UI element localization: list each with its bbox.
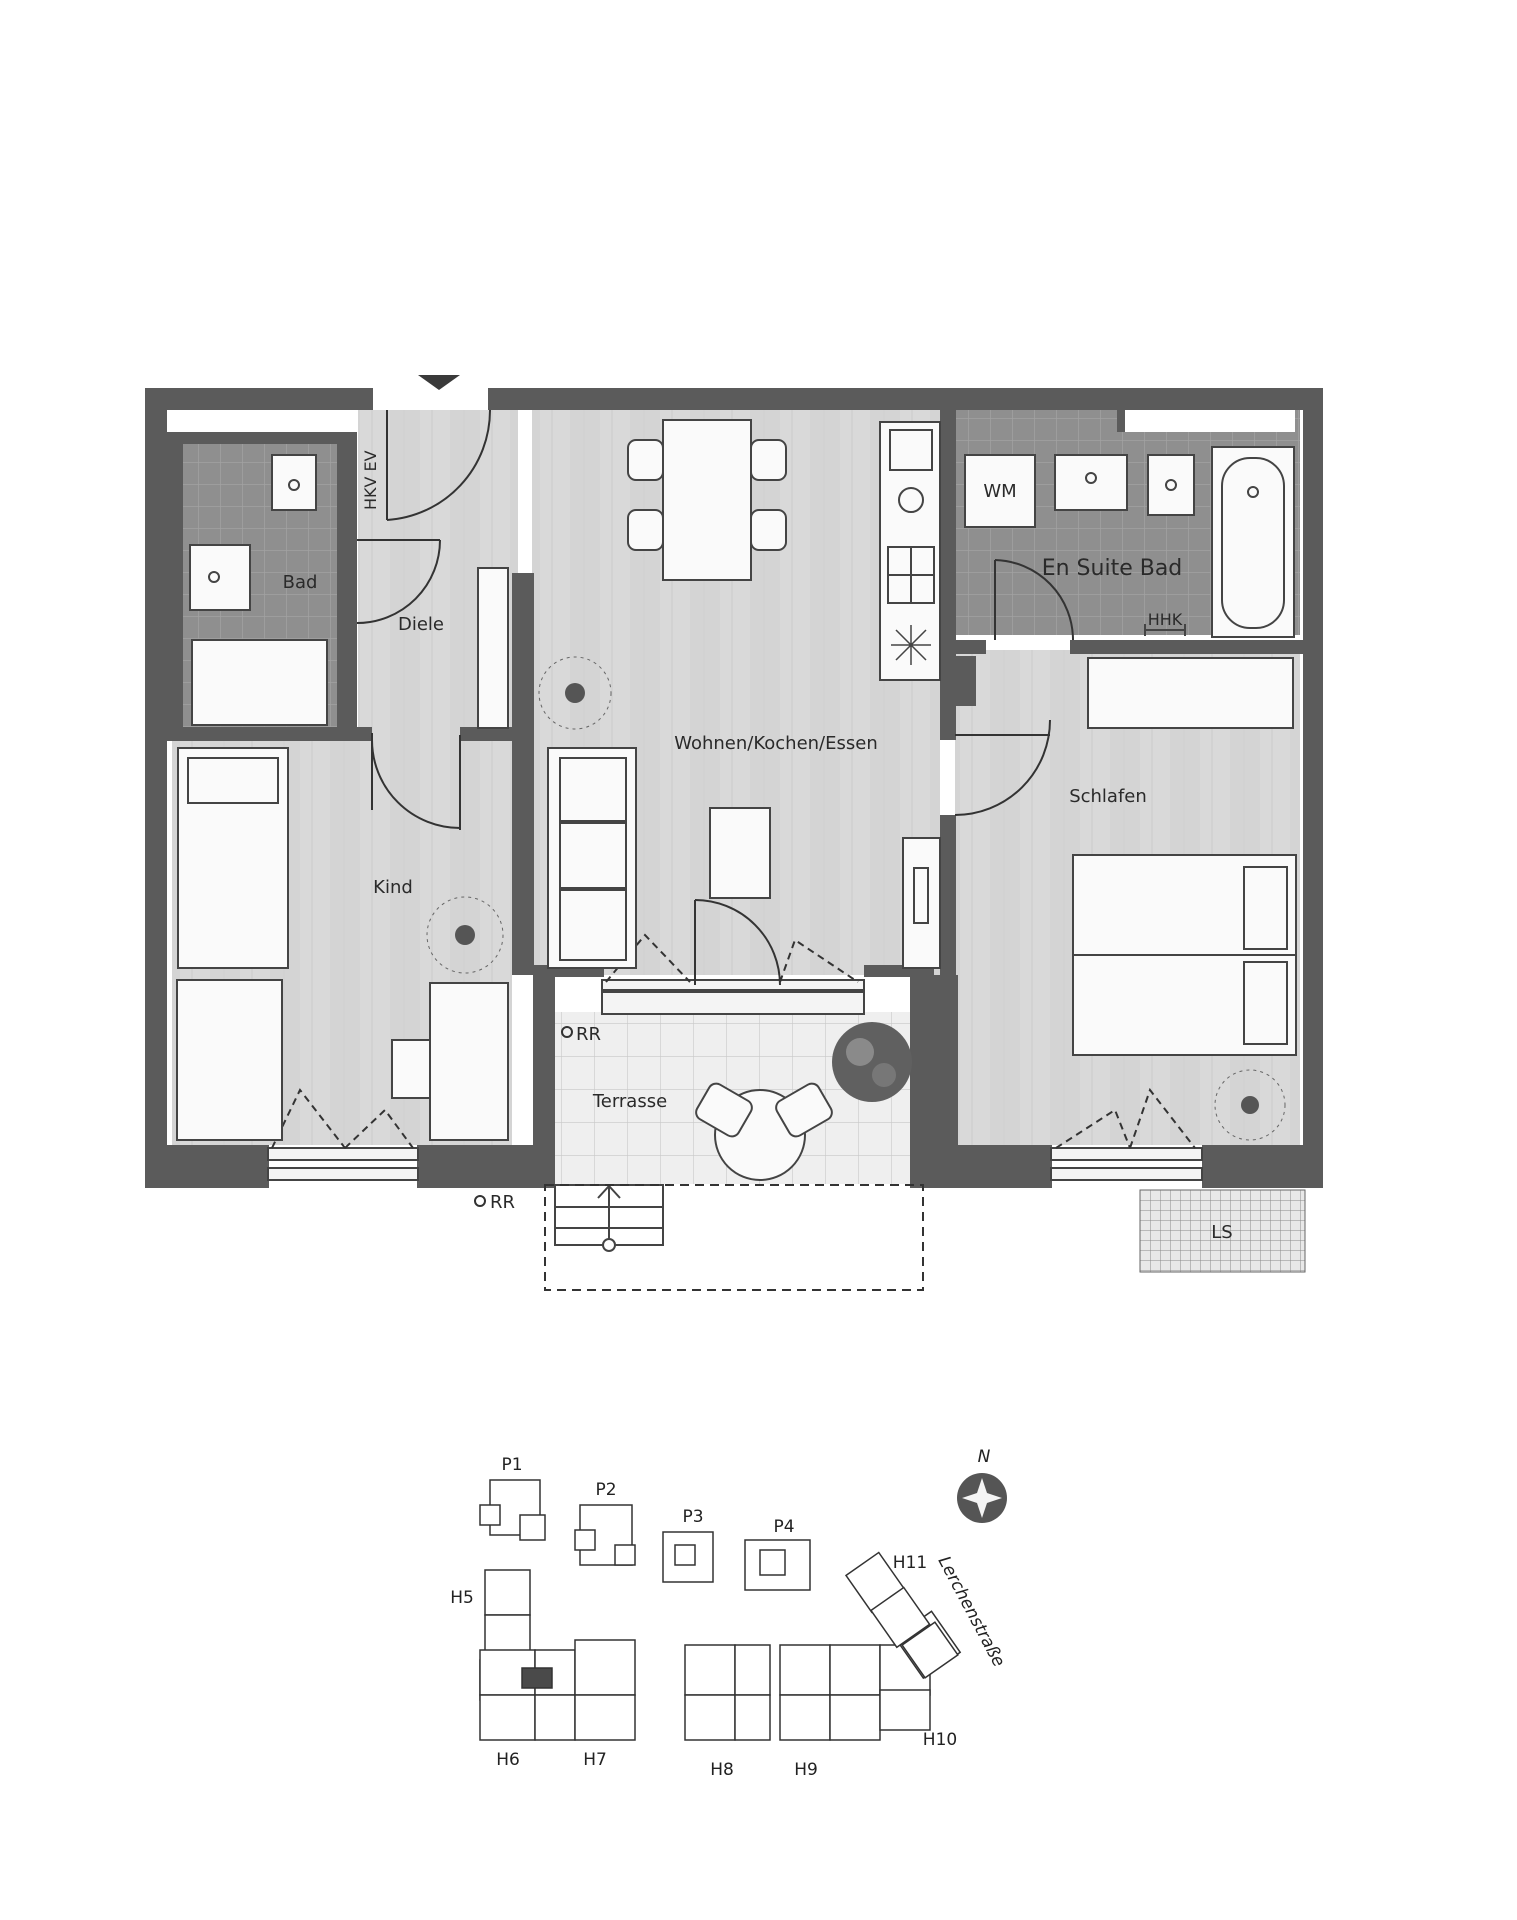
site-label-h6: H6 — [496, 1750, 520, 1770]
bad-sink — [189, 544, 251, 611]
room-label-kind: Kind — [373, 877, 413, 898]
site-label-p1: P1 — [501, 1455, 522, 1475]
site-label-h8: H8 — [710, 1760, 734, 1780]
building-h6-h7 — [479, 1639, 636, 1741]
doors — [356, 409, 1074, 986]
site-label-p3: P3 — [682, 1507, 703, 1527]
kind-chair — [391, 1039, 431, 1099]
washing-machine — [964, 454, 1036, 528]
site-label-h9: H9 — [794, 1760, 818, 1780]
rr-terrace-icon — [561, 1026, 573, 1038]
schlafen-wardrobe — [1087, 657, 1294, 729]
walls — [145, 388, 1323, 1188]
room-label-diele: Diele — [398, 614, 444, 635]
label-hkv-ev: HKV EV — [361, 450, 380, 510]
site-plan — [479, 1479, 962, 1741]
site-label-p4: P4 — [773, 1517, 794, 1537]
dining-table — [662, 419, 752, 581]
building-h9 — [779, 1644, 881, 1741]
room-label-terrasse: Terrasse — [592, 1091, 667, 1112]
bad-fixtures — [189, 454, 328, 726]
window-bath-top — [1125, 410, 1295, 432]
label-rr-outside: RR — [490, 1192, 515, 1213]
north-compass-icon: N — [957, 1447, 1007, 1523]
kind-desk — [429, 982, 509, 1141]
rr-outside-icon — [474, 1195, 486, 1207]
room-label-wohnen: Wohnen/Kochen/Essen — [674, 733, 878, 754]
plant-wohnen-icon — [538, 656, 612, 730]
label-rr-terrace: RR — [576, 1024, 601, 1045]
window-swings — [271, 933, 1196, 1149]
bad-shower — [191, 639, 328, 726]
label-wm: WM — [983, 481, 1016, 502]
site-label-h5: H5 — [450, 1588, 474, 1608]
diele-wardrobe — [477, 567, 509, 729]
plant-kind-icon — [426, 896, 504, 974]
highlighted-unit — [521, 1667, 553, 1689]
building-p2 — [574, 1504, 636, 1566]
room-label-bad: Bad — [283, 572, 318, 593]
building-h8 — [684, 1644, 771, 1741]
en-suite-fixtures — [964, 446, 1295, 638]
light-shaft — [1139, 1189, 1306, 1273]
building-p3 — [662, 1531, 714, 1583]
kind-furniture — [176, 567, 509, 1141]
building-p1 — [479, 1479, 546, 1541]
label-ls: LS — [1211, 1222, 1232, 1243]
kind-wardrobe — [176, 979, 283, 1141]
north-label: N — [978, 1447, 991, 1467]
terrasse-furniture — [695, 1082, 833, 1181]
windows — [267, 979, 1203, 1181]
site-label-p2: P2 — [595, 1480, 616, 1500]
terrace-tree-icon — [832, 1022, 912, 1102]
site-label-h7: H7 — [583, 1750, 607, 1770]
label-hhk: HHK — [1148, 610, 1183, 629]
entrance-arrow-icon — [418, 375, 460, 390]
schlafen-furniture — [1072, 657, 1297, 1056]
coffee-table — [709, 807, 771, 899]
room-label-schlafen: Schlafen — [1069, 786, 1147, 807]
building-p4 — [744, 1539, 811, 1591]
building-h11 — [844, 1551, 959, 1679]
window-bad-top — [170, 410, 340, 432]
terrace-outline-dashed — [544, 1184, 924, 1291]
site-label-h10: H10 — [923, 1730, 957, 1750]
terrace-steps — [554, 1184, 664, 1252]
plant-schlafen-icon — [1214, 1069, 1286, 1141]
bad-sink-small — [271, 454, 317, 511]
site-label-h11: H11 — [893, 1553, 927, 1573]
wohnen-furniture — [547, 419, 941, 969]
room-label-en-suite-bad: En Suite Bad — [1042, 556, 1183, 581]
en-suite-toilet — [1147, 454, 1195, 516]
entrance-door — [373, 388, 488, 410]
